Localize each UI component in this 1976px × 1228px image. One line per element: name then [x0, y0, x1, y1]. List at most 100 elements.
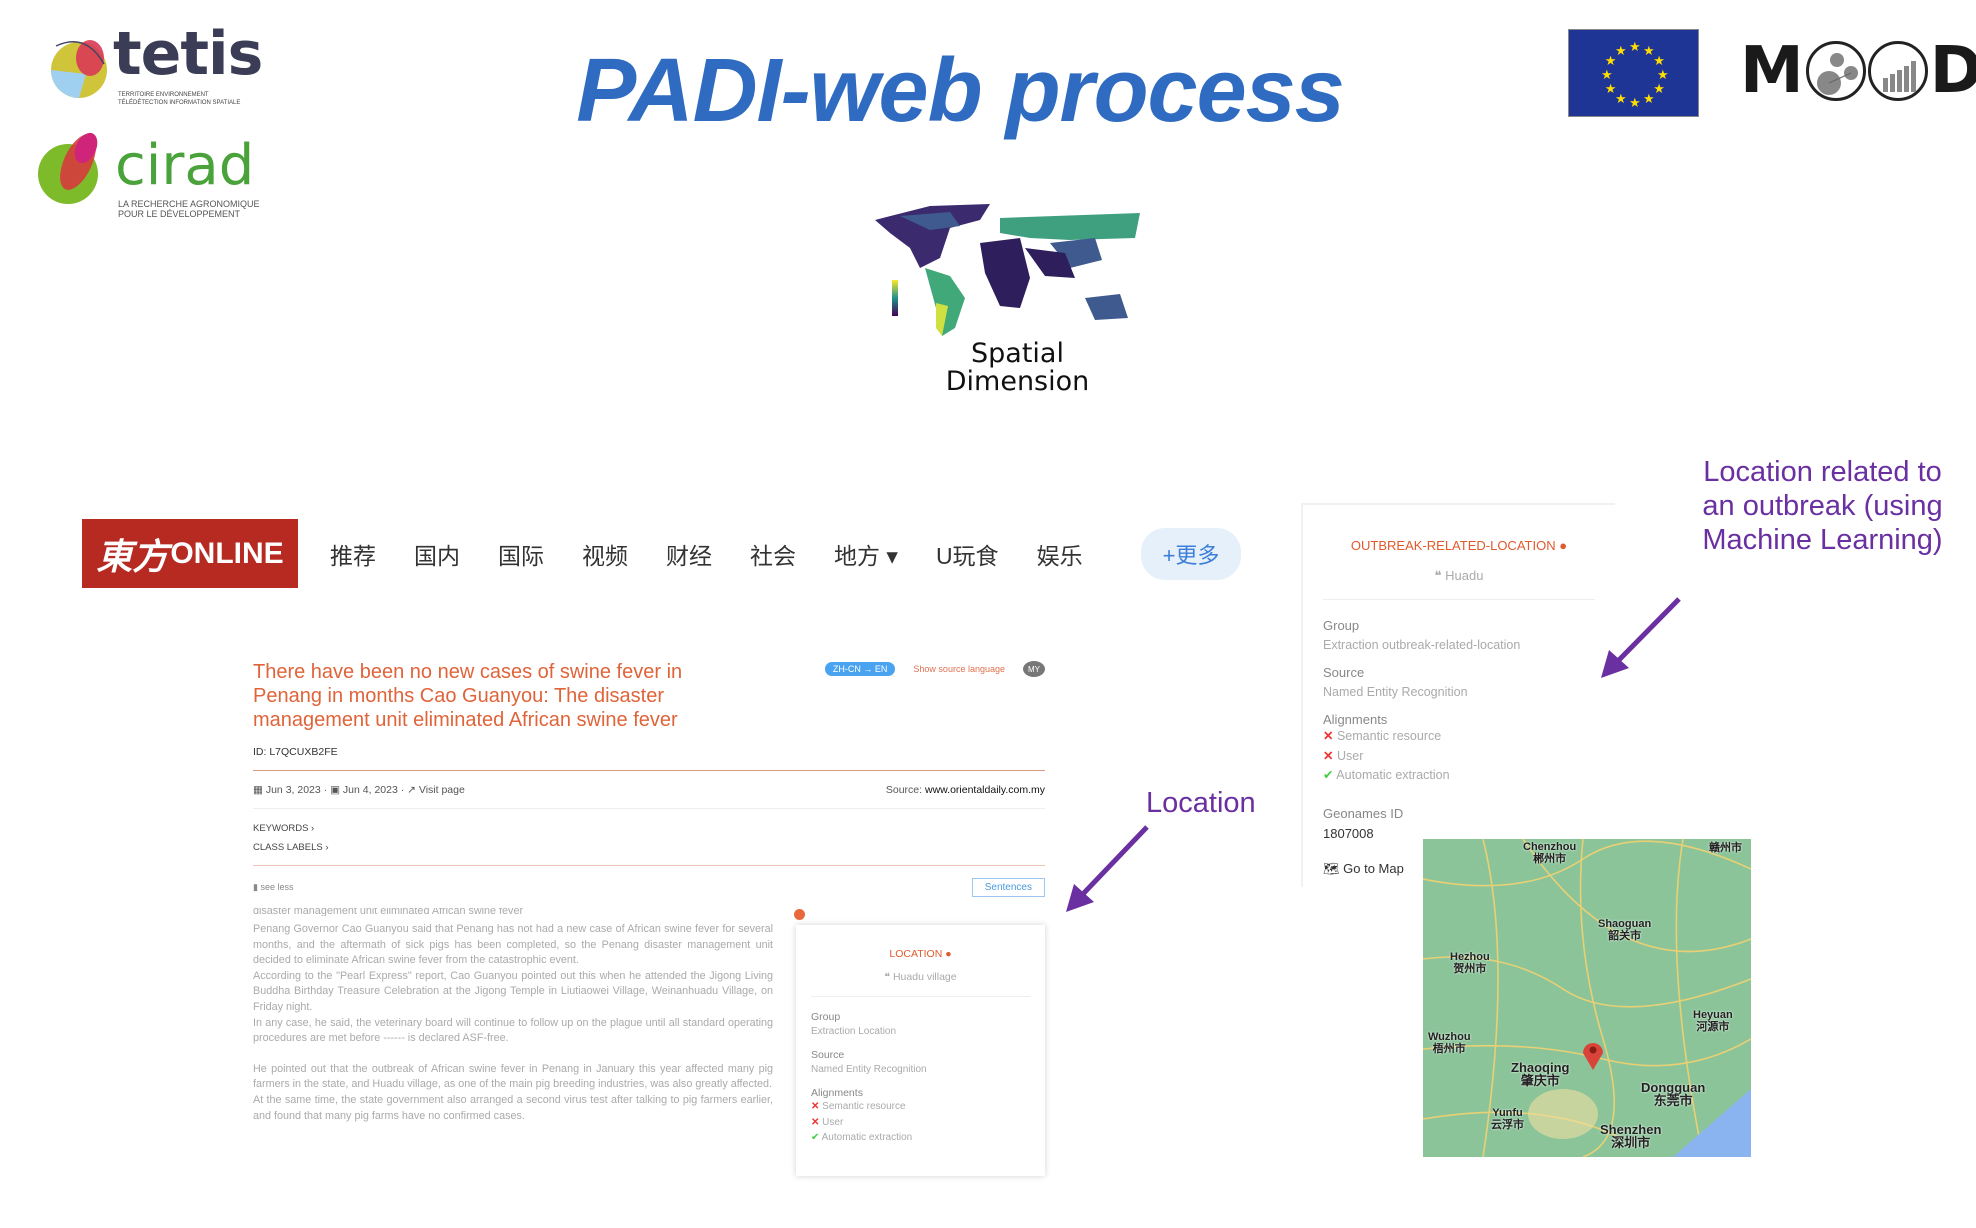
quote-icon: ❝: [884, 971, 893, 983]
map-label: Shenzhen 深圳市: [1600, 1122, 1662, 1150]
oriental-daily-logo[interactable]: 東方 ONLINE: [82, 519, 298, 588]
keywords-toggle[interactable]: KEYWORDS ›: [253, 823, 315, 834]
article-paragraph: In any case, he said, the veterinary boa…: [253, 1016, 773, 1045]
mood-logo-letter: D: [1929, 34, 1976, 108]
card-header: OUTBREAK-RELATED-LOCATION: [1350, 538, 1556, 553]
alignment-text: Semantic resource: [1336, 729, 1442, 743]
cirad-subtitle: LA RECHERCHE AGRONOMIQUE POUR LE DÉVELOP…: [118, 199, 260, 219]
color-legend: [892, 280, 898, 316]
alignment-item: ✕ User: [811, 1115, 1030, 1131]
group-label: Group: [811, 1011, 841, 1023]
arrow-icon: [1066, 825, 1149, 912]
divider: [253, 865, 1045, 866]
divider: [253, 770, 1045, 771]
nav-item[interactable]: 娱乐: [1036, 543, 1083, 569]
map-label: Zhaoqing 肇庆市: [1511, 1060, 1570, 1088]
cross-icon: ✕: [1323, 748, 1334, 763]
nav-item[interactable]: 国内: [414, 543, 460, 569]
tetis-logo-text: tetis: [113, 19, 263, 89]
eu-star-icon: ★: [1653, 53, 1665, 68]
eu-star-icon: ★: [1601, 67, 1613, 82]
map-label: Shaoguan 韶关市: [1598, 918, 1652, 942]
group-value: Extraction Location: [811, 1026, 897, 1037]
quote-icon: ❝: [1434, 568, 1446, 583]
alignment-text: Automatic extraction: [821, 1132, 913, 1143]
bar-chart-icon: [1867, 41, 1928, 101]
nav-item[interactable]: 推荐: [330, 543, 376, 569]
source-value: Named Entity Recognition: [1323, 685, 1468, 699]
check-icon: ✔: [811, 1132, 820, 1143]
calendar-icon: ▦: [253, 784, 266, 796]
eu-star-icon: ★: [1605, 81, 1617, 96]
location-map[interactable]: Chenzhou 郴州市 赣州市 Shaoguan 韶关市 Hezhou 贺州市…: [1423, 839, 1751, 1157]
logo-en: ONLINE: [170, 536, 284, 570]
nav-item[interactable]: 财经: [666, 543, 712, 569]
nav-item[interactable]: 视频: [582, 543, 628, 569]
map-label: Chenzhou 郴州市: [1523, 841, 1577, 865]
card-header: LOCATION: [889, 948, 943, 960]
nav-item-dropdown[interactable]: 地方 ▾: [834, 543, 898, 569]
eu-star-icon: ★: [1629, 39, 1641, 54]
go-to-map-link[interactable]: 🗺 Go to Map: [1323, 861, 1595, 877]
map-pin-icon: ●: [1559, 538, 1568, 553]
show-source-language-link[interactable]: Show source language: [913, 664, 1005, 674]
cirad-logo-text: cirad: [115, 133, 255, 198]
outbreak-annotation: Location related to an outbreak (using M…: [1702, 456, 1943, 556]
spatial-dimension-caption: Spatial Dimension: [880, 340, 1155, 396]
visit-page-link[interactable]: Visit page: [418, 784, 465, 796]
alignment-text: User: [1336, 748, 1364, 763]
calendar-check-icon: ▣: [330, 784, 343, 796]
map-label: Yunfu 云浮市: [1491, 1107, 1524, 1131]
cross-icon: ✕: [811, 1101, 820, 1112]
cross-icon: ✕: [811, 1116, 820, 1128]
mood-logo-letter: M: [1740, 34, 1804, 108]
article-title: There have been no new cases of swine fe…: [253, 661, 683, 731]
divider: [1323, 599, 1595, 600]
alignment-item: ✔ Automatic extraction: [1323, 766, 1595, 786]
alignment-text: User: [822, 1116, 844, 1128]
alignment-item: ✕ Semantic resource: [1323, 727, 1595, 747]
source-label: Source:: [885, 784, 923, 796]
go-to-map-label: Go to Map: [1343, 860, 1404, 876]
map-marker-icon[interactable]: [1581, 1039, 1605, 1071]
source-link[interactable]: www.orientaldaily.com.my: [924, 784, 1045, 796]
article-paragraph: Penang Governor Cao Guanyou said that Pe…: [253, 923, 773, 967]
cirad-subtitle-line: LA RECHERCHE AGRONOMIQUE: [118, 199, 260, 209]
eu-star-icon: ★: [1643, 43, 1655, 58]
article-panel: There have been no new cases of swine fe…: [253, 660, 1045, 897]
more-button[interactable]: +更多: [1140, 528, 1242, 580]
article-id: ID: L7QCUXB2FE: [253, 746, 338, 758]
entity-marker-icon[interactable]: [794, 909, 805, 920]
eu-star-icon: ★: [1629, 95, 1641, 110]
article-paragraph: He pointed out that the outbreak of Afri…: [253, 1062, 773, 1091]
source-value: Named Entity Recognition: [811, 1064, 927, 1075]
logo-cn: 東方: [96, 535, 169, 577]
geonames-label: Geonames ID: [1323, 805, 1404, 821]
country-badge: MY: [1023, 661, 1045, 677]
class-labels-toggle[interactable]: CLASS LABELS ›: [253, 842, 329, 853]
location-annotation: Location: [1146, 787, 1256, 819]
site-navbar: 推荐 国内 国际 视频 财经 社会 地方 ▾ U玩食 娱乐 +更多: [330, 528, 1242, 580]
map-label: 赣州市: [1709, 842, 1742, 854]
file-icon: ▮: [253, 882, 261, 892]
cross-icon: ✕: [1323, 729, 1334, 743]
collect-date: Jun 4, 2023: [342, 784, 398, 796]
nav-item[interactable]: 社会: [750, 543, 796, 569]
world-choropleth-map: [875, 204, 1140, 336]
external-link-icon: ↗: [407, 784, 419, 796]
see-less-label: see less: [260, 882, 294, 892]
eu-star-icon: ★: [1643, 91, 1655, 106]
eu-star-icon: ★: [1615, 43, 1627, 58]
sentences-button[interactable]: Sentences: [971, 878, 1045, 897]
nav-item[interactable]: U玩食: [935, 543, 999, 569]
map-label: Wuzhou 梧州市: [1428, 1031, 1471, 1055]
location-entity-card: LOCATION ● ❝ Huadu village Group Extract…: [796, 925, 1045, 1176]
nav-item[interactable]: 国际: [498, 543, 544, 569]
alignment-text: Automatic extraction: [1336, 768, 1450, 782]
eu-star-icon: ★: [1657, 67, 1669, 82]
see-less-link[interactable]: ▮ see less: [253, 882, 293, 893]
arrow-icon: [1601, 597, 1681, 678]
entity-text: Huadu: [1445, 568, 1484, 583]
cirad-logo-icon: [38, 132, 98, 204]
eu-flag-icon: ★★★★★★★★★★★★: [1568, 29, 1699, 117]
